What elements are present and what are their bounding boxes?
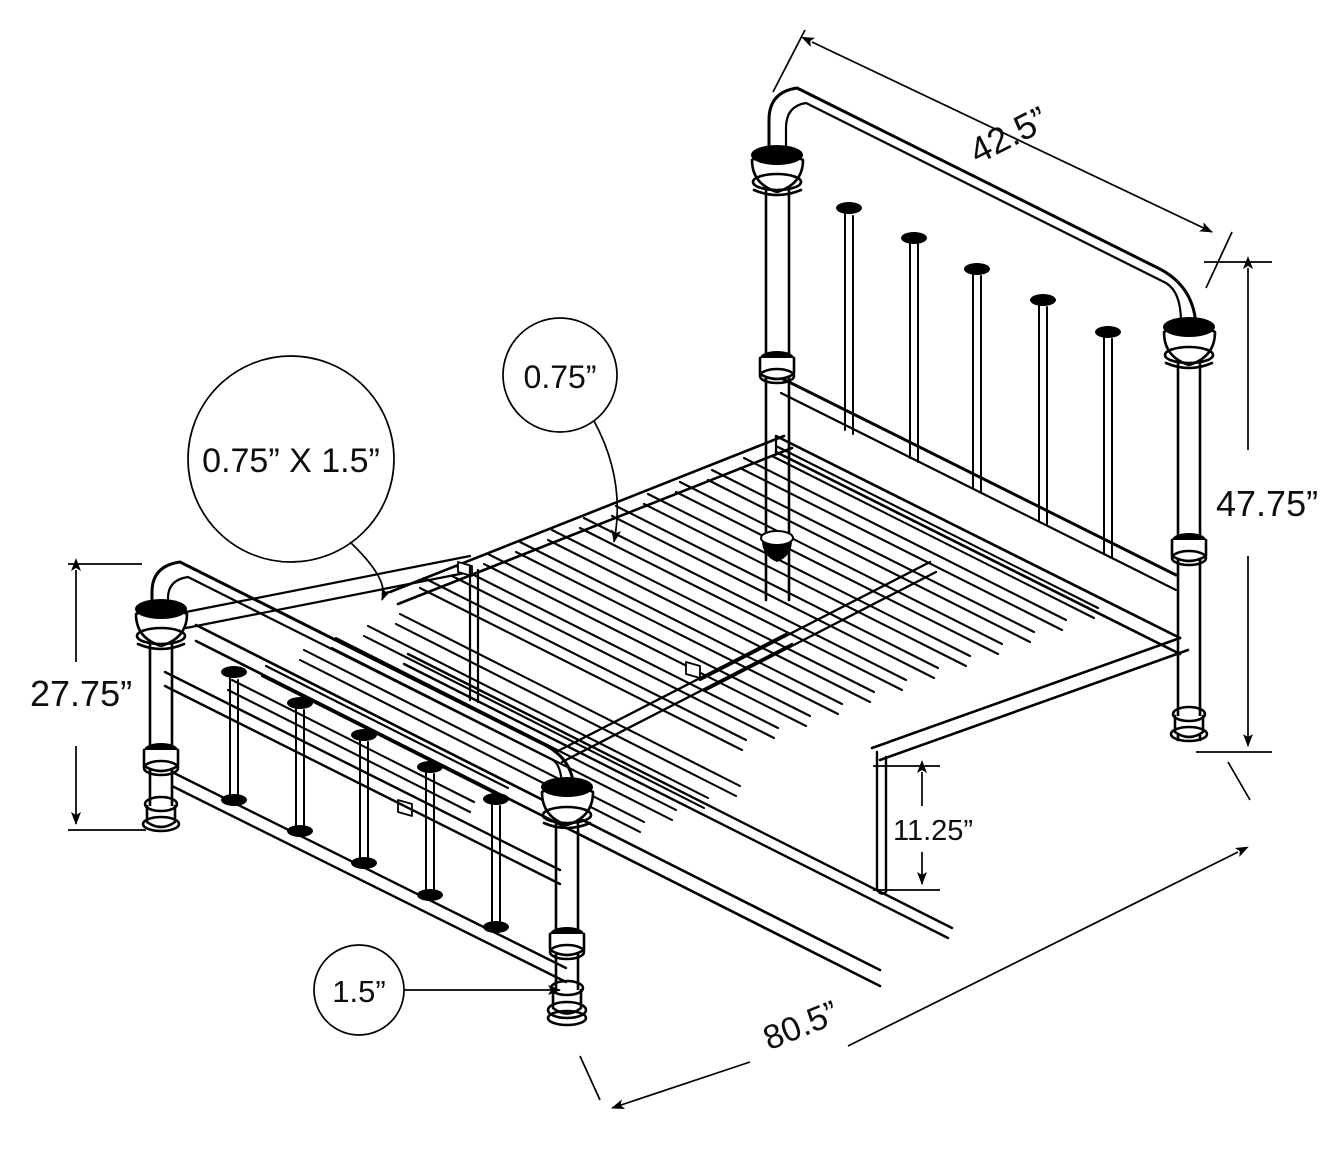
dimension-footboard-height: 27.75” [30, 558, 146, 831]
callout-post-diameter: 1.5” [313, 944, 561, 1036]
callout-label-slat-thickness: 0.75” [524, 359, 597, 395]
dimension-label-47-75: 47.75” [1216, 483, 1318, 524]
dimension-overall-length: 80.5” [579, 761, 1251, 1109]
dimension-headboard-height: 47.75” [1196, 256, 1318, 753]
callout-bubble-slat-profile [187, 355, 395, 563]
callout-label-post-diameter: 1.5” [332, 974, 385, 1009]
headboard-assembly [750, 86, 1217, 743]
dimension-headboard-width: 42.5” [772, 29, 1233, 289]
callout-leader-slat-profile [349, 541, 392, 601]
footboard-assembly [134, 560, 595, 1027]
dimension-label-27-75: 27.75” [30, 673, 132, 714]
callout-bubble-slat-thickness [502, 317, 618, 433]
dimension-label-80-5: 80.5” [758, 994, 844, 1058]
platform-deck [184, 434, 1190, 988]
callout-slat-profile: 0.75” X 1.5” [187, 355, 395, 601]
dimension-deck-clearance: 11.25” [873, 760, 973, 891]
callout-leader-slat-thickness [593, 420, 622, 543]
dimension-label-11-25: 11.25” [893, 815, 973, 847]
callout-slat-thickness: 0.75” [502, 317, 622, 543]
callout-label-slat-profile: 0.75” X 1.5” [202, 442, 380, 480]
dimension-label-42-5: 42.5” [962, 98, 1054, 172]
